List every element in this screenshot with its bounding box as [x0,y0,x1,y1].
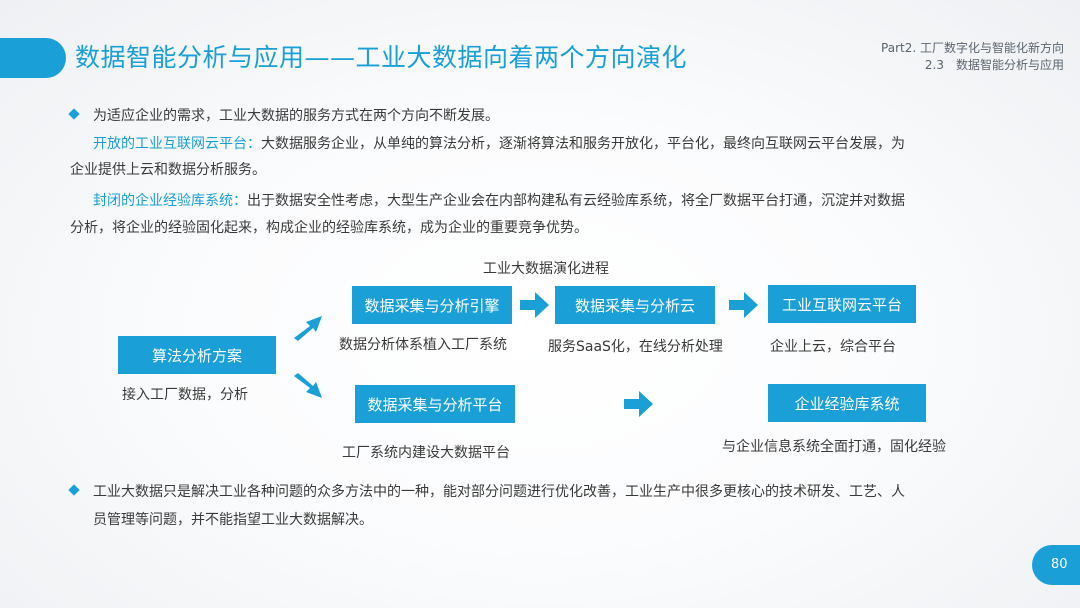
section-subsection-line: 2.3 数据智能分析与应用 [924,58,1064,72]
top-caption-2: 服务SaaS化，在线分析处理 [548,339,723,355]
top-box-2: 数据采集与分析云 [555,286,715,324]
origin-caption: 接入工厂数据，分析 [122,387,248,403]
arrow-up-right-icon [294,316,322,341]
top-caption-1: 数据分析体系植入工厂系统 [339,337,507,353]
section-label: Part2. 工厂数字化与智能化新方向 2.3 数据智能分析与应用 [881,40,1064,74]
top-box-3: 工业互联网云平台 [768,285,916,323]
arrow-down-right-icon [294,373,322,398]
diamond-bullet-icon [68,108,80,120]
bottom-box-2: 企业经验库系统 [768,384,926,422]
title-accent-pill [0,38,66,78]
origin-box: 算法分析方案 [118,336,276,374]
arrow-right-icon [729,292,758,318]
page-number-badge: 80 [1032,545,1080,585]
intro-text: 为适应企业的需求，工业大数据的服务方式在两个方向不断发展。 [93,108,499,124]
top-box-1: 数据采集与分析引擎 [352,286,512,324]
open-platform-text: 大数据服务企业，从单纯的算法分析，逐渐将算法和服务开放化，平台化，最终向互联网云… [261,136,905,152]
bottom-caption-2: 与企业信息系统全面打通，固化经验 [722,439,946,455]
open-platform-paragraph: 开放的工业互联网云平台：大数据服务企业，从单纯的算法分析，逐渐将算法和服务开放化… [93,133,905,153]
diagram-title: 工业大数据演化进程 [483,261,609,277]
section-part-line: Part2. 工厂数字化与智能化新方向 [881,41,1064,55]
top-caption-3: 企业上云，综合平台 [770,339,896,355]
page-title: 数据智能分析与应用——工业大数据向着两个方向演化 [75,43,688,72]
closed-system-label: 封闭的企业经验库系统： [93,193,247,209]
bottom-box-1: 数据采集与分析平台 [355,385,515,423]
arrow-right-icon [624,391,653,417]
closed-system-paragraph: 封闭的企业经验库系统：出于数据安全性考虑，大型生产企业会在内部构建私有云经验库系… [93,190,905,210]
footer-note-text-cont: 员管理等问题，并不能指望工业大数据解决。 [93,512,373,528]
open-platform-text-cont: 企业提供上云和数据分析服务。 [70,162,266,178]
footer-note-text: 工业大数据只是解决工业各种问题的众多方法中的一种，能对部分问题进行优化改善，工业… [93,484,905,500]
closed-system-text-cont: 分析，将企业的经验固化起来，构成企业的经验库系统，成为企业的重要竞争优势。 [70,220,588,236]
diamond-bullet-icon [68,484,80,496]
open-platform-label: 开放的工业互联网云平台： [93,136,261,152]
bottom-caption-1: 工厂系统内建设大数据平台 [342,445,510,461]
arrow-right-icon [520,292,549,318]
closed-system-text: 出于数据安全性考虑，大型生产企业会在内部构建私有云经验库系统，将全厂数据平台打通… [247,193,905,209]
